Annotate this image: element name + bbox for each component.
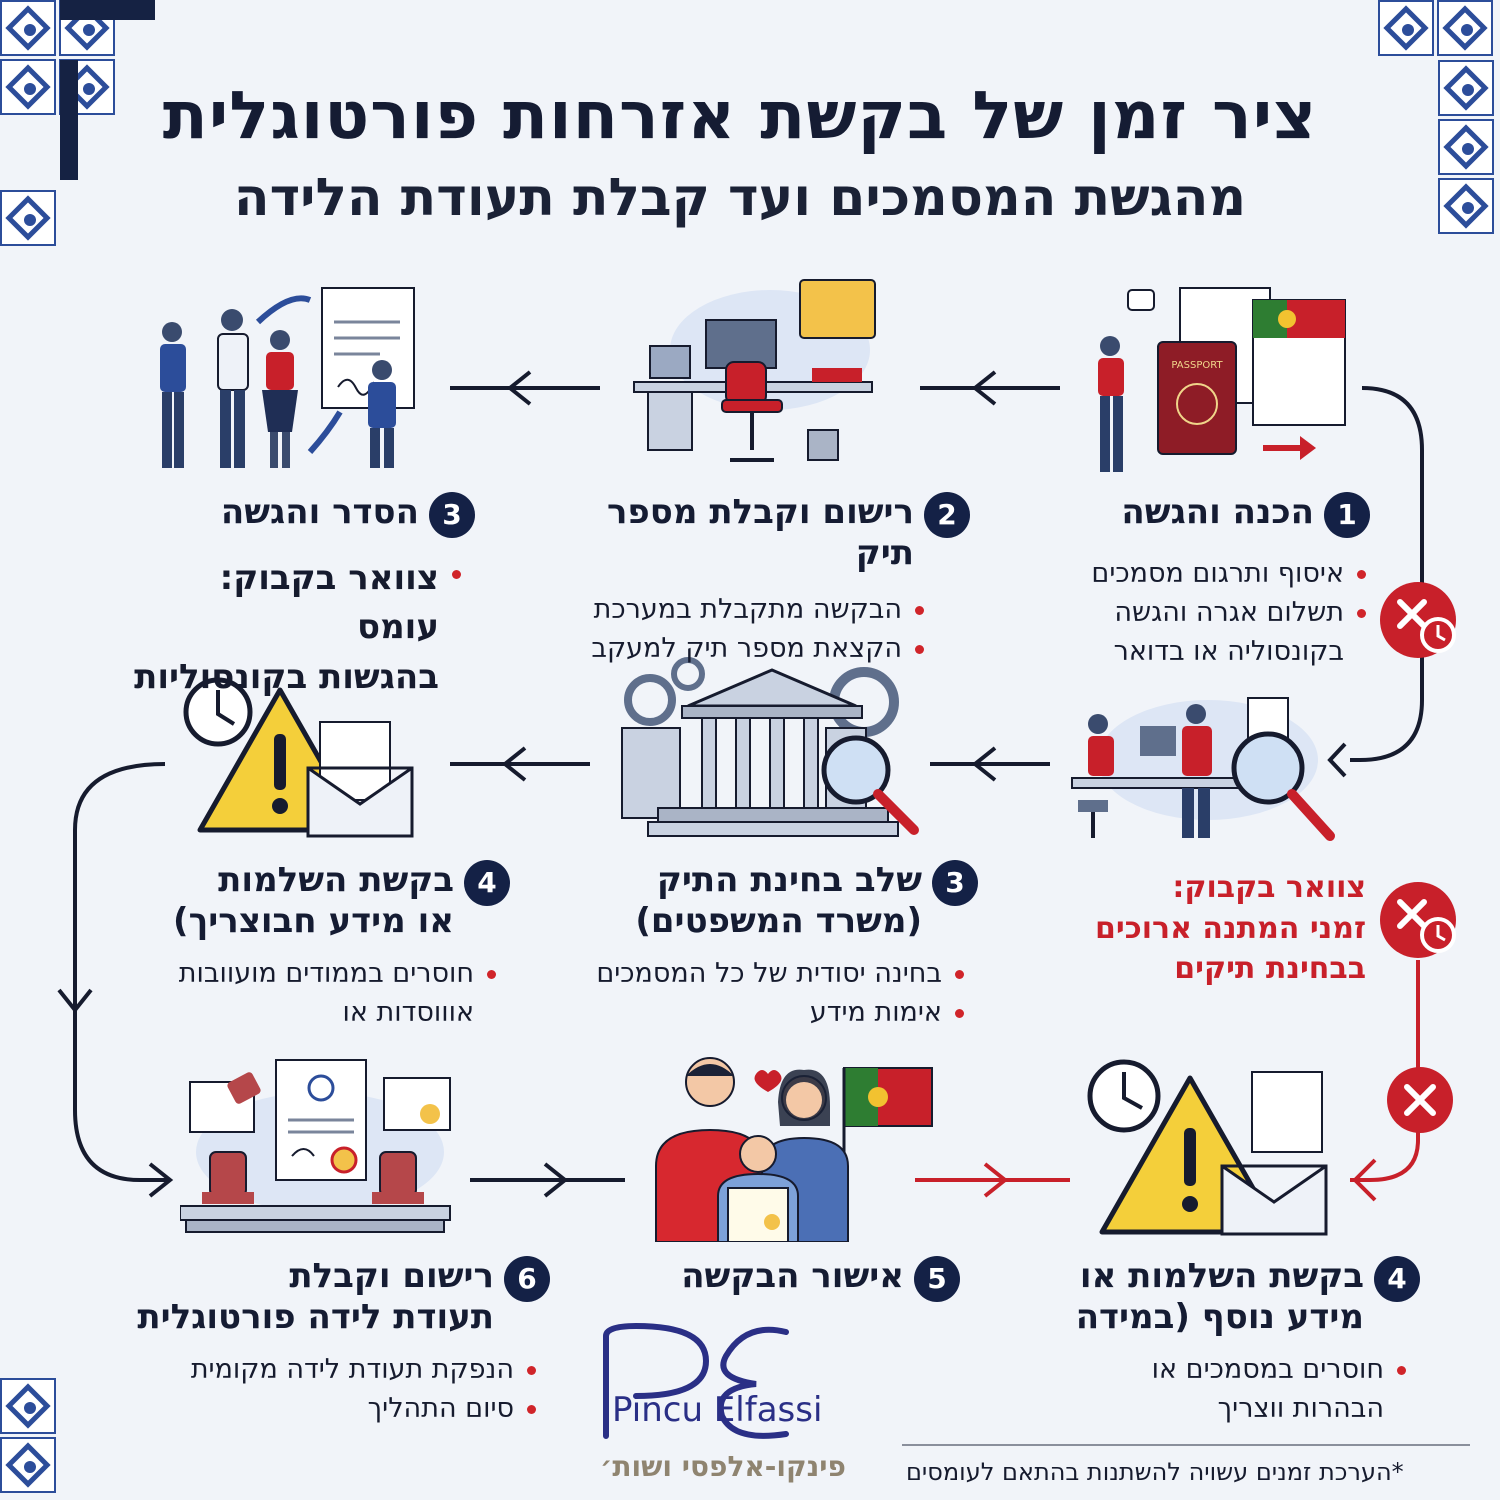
bullet-item: בחינה יסודית של כל המסמכים <box>538 954 968 993</box>
folder-icon <box>799 279 876 339</box>
reject-badge <box>1387 1067 1453 1133</box>
step-number-badge: 4 <box>464 860 510 906</box>
company-logo-mark <box>603 1322 789 1439</box>
illus-ministry-building <box>618 652 928 852</box>
decor-tiles-left-mid <box>0 190 56 246</box>
decor-tiles-bottom-left <box>0 1378 56 1493</box>
illus-preparation: PASSPORT <box>1088 280 1358 480</box>
footnote-text: *הערכת זמנים עשויה להשתנות בהתאם לעומסים <box>906 1458 1404 1486</box>
bullet-item: הבקשה מתקבלת במערכת <box>540 590 928 629</box>
connector-left-down <box>73 762 170 1182</box>
illus-additional-info-right <box>1082 1056 1332 1240</box>
illus-team-submission <box>150 282 420 477</box>
envelope-icon <box>1220 1164 1328 1236</box>
step-number-badge: 6 <box>504 1256 550 1302</box>
step-number-badge: 3 <box>429 492 475 538</box>
step-title: בקשת השלמות או מידע חבוצריך) <box>173 860 454 941</box>
passport-label: PASSPORT <box>1171 360 1223 371</box>
step-number-badge: 2 <box>924 492 970 538</box>
x-icon <box>1404 1084 1436 1116</box>
certificate-icon <box>727 1187 789 1242</box>
bullet-item: סיום התהליך <box>80 1389 540 1428</box>
delay-badge-2 <box>1380 882 1456 958</box>
step-3-case-examination: 3 שלב בחינת התיק (משרד המשפטים) בחינה יס… <box>538 860 978 1032</box>
bullet-item: איסוף ותרגום מסמכים <box>1040 554 1370 593</box>
step-number-badge: 3 <box>932 860 978 906</box>
bullet-item: הקצאת מספר תיק למעקב <box>540 629 928 668</box>
magnifier-icon <box>821 735 891 805</box>
illus-approval-family <box>652 1046 942 1242</box>
gear-icon <box>624 674 676 726</box>
step-title: הסדר והגשה <box>220 492 419 532</box>
page-subtitle: מהגשת המסמכים ועד קבלת תעודת הלידה <box>233 168 1247 228</box>
step-title: רישום וקבלת מספר תיק <box>606 492 914 573</box>
company-logo-latin: Pincu Elfassi <box>612 1390 823 1430</box>
step-number-badge: 5 <box>914 1256 960 1302</box>
step-number-badge: 1 <box>1324 492 1370 538</box>
stamp-icon <box>227 1072 261 1104</box>
step-title: אישור הבקשה <box>681 1256 904 1296</box>
passport-icon <box>1157 341 1237 455</box>
step-bullets: הבקשה מתקבלת במערכת הקצאת מספר תיק למעקב <box>540 590 928 668</box>
envelope-icon <box>306 766 414 838</box>
step-bullets: הנפקת תעודת לידה מקומית סיום התהליך <box>80 1350 540 1428</box>
step-2-registration: 2 רישום וקבלת מספר תיק הבקשה מתקבלת במער… <box>540 492 970 668</box>
footnote-divider <box>902 1444 1470 1446</box>
illus-additional-info-left <box>180 676 418 840</box>
page-title: ציר זמן של בקשת אזרחות פורטוגלית <box>162 77 1318 154</box>
curved-arrow-icon <box>307 410 343 455</box>
step-title: רישום וקבלת תעודת לידה פורטוגלית <box>137 1256 494 1337</box>
step-title: הכנה והגשה <box>1121 492 1314 532</box>
delay-badge-1 <box>1380 582 1456 658</box>
step-1-preparation: 1 הכנה והגשה איסוף ותרגום מסמכים תשלום א… <box>1040 492 1370 671</box>
heart-icon <box>754 1070 782 1092</box>
stamp-icon <box>209 1151 247 1197</box>
step-5-approval: 5 אישור הבקשה <box>630 1256 960 1302</box>
step-4-additional-info-left: 4 בקשת השלמות או מידע חבוצריך) חוסרים במ… <box>110 860 510 1032</box>
decor-navy-bar-top <box>60 0 155 20</box>
curved-arrow-icon <box>255 295 312 325</box>
gear-icon <box>671 657 705 691</box>
magnifier-icon <box>1231 731 1305 805</box>
decor-tiles-top-right <box>1378 0 1493 56</box>
step-4-additional-info-right: 4 בקשת השלמות או מידע נוסף (במידה חוסרים… <box>1020 1256 1420 1428</box>
decor-tiles-right <box>1438 60 1494 234</box>
step-6-birth-certificate: 6 רישום וקבלת תעודת לידה פורטוגלית הנפקת… <box>80 1256 550 1428</box>
connector-right-down <box>1350 386 1424 762</box>
bullet-item: הנפקת תעודת לידה מקומית <box>80 1350 540 1389</box>
connector-red-right <box>1350 960 1420 1182</box>
company-logo-hebrew: פינקו-אלפסי ושות׳ <box>600 1450 846 1483</box>
step-number-badge: 4 <box>1374 1256 1420 1302</box>
office-chair-icon <box>725 361 767 405</box>
step-bullets: בחינה יסודית של כל המסמכים אימות מידע <box>538 954 968 1032</box>
x-icon <box>1397 599 1427 629</box>
illus-birth-certificate <box>180 1056 460 1236</box>
illus-registration-desk <box>630 270 880 475</box>
bullet-item: אימות מידע <box>538 993 968 1032</box>
seal-icon <box>330 1146 358 1174</box>
step-title: שלב בחינת התיק (משרד המשפטים) <box>635 860 922 941</box>
illus-case-review-office <box>1068 690 1340 848</box>
person-avatar-icon <box>307 1074 335 1102</box>
step-title: בקשת השלמות או מידע נוסף (במידה <box>1075 1256 1364 1337</box>
decor-navy-bar-left <box>60 60 78 180</box>
bottleneck-review-note: צוואר בקבוק: זמני המתנה ארוכים בבחינת תי… <box>1095 870 1366 986</box>
